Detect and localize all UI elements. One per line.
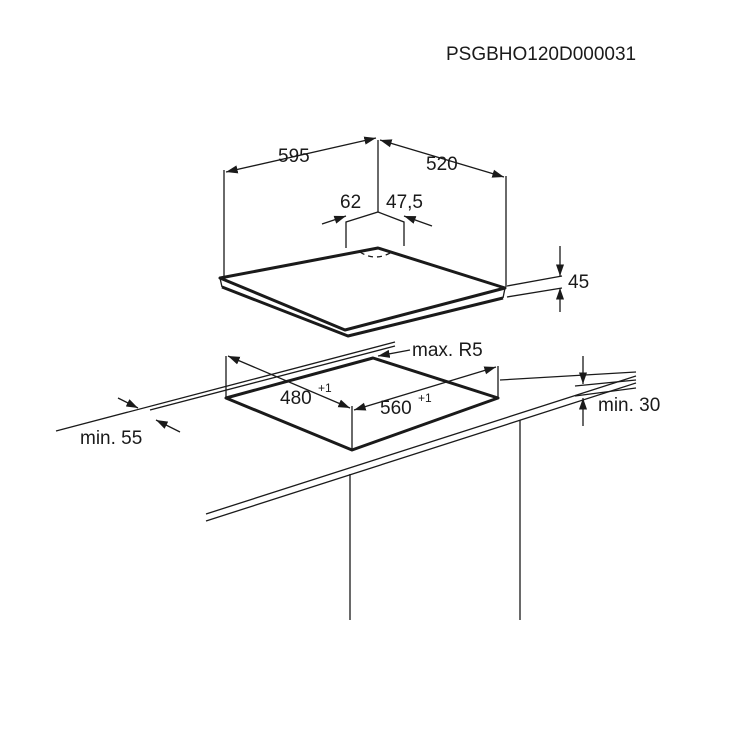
dimension-height: 45 <box>506 246 589 312</box>
dim-45-label: 45 <box>568 272 589 293</box>
dim-560-label: 560 <box>380 398 412 419</box>
dimension-width: 595 <box>223 136 377 277</box>
dim-min-55-label: min. 55 <box>80 428 142 449</box>
dim-47-5-label: 47,5 <box>386 192 423 213</box>
dim-560-tolerance: +1 <box>418 391 432 405</box>
dim-r5-label: max. R5 <box>412 340 483 361</box>
dim-480-tolerance: +1 <box>318 381 332 395</box>
dimension-radius: max. R5 <box>377 340 483 361</box>
worktop <box>55 341 637 620</box>
hob-rear-box <box>345 211 405 248</box>
dim-595-label: 595 <box>278 146 310 167</box>
dimension-cutout-depth: 480 +1 <box>227 355 351 409</box>
dim-62-label: 62 <box>340 192 361 213</box>
hob-unit <box>218 140 507 338</box>
cutout <box>224 356 500 452</box>
cutout-outline <box>224 356 500 452</box>
dim-480-label: 480 <box>280 388 312 409</box>
dimension-cutout-width: 560 +1 <box>353 366 497 419</box>
dimension-min-wall: min. 30 <box>574 356 660 426</box>
hob-body-edge <box>221 285 504 338</box>
dim-min-30-label: min. 30 <box>598 395 660 416</box>
dimension-min-front: min. 55 <box>80 397 181 449</box>
dimension-offsets: 62 47,5 <box>321 192 433 227</box>
hob-burner-hint <box>359 251 393 258</box>
product-code: PSGBHO120D000031 <box>446 44 636 65</box>
dim-520-label: 520 <box>426 154 458 175</box>
dimension-depth: 520 <box>379 139 507 287</box>
hob-top-surface <box>218 246 507 332</box>
